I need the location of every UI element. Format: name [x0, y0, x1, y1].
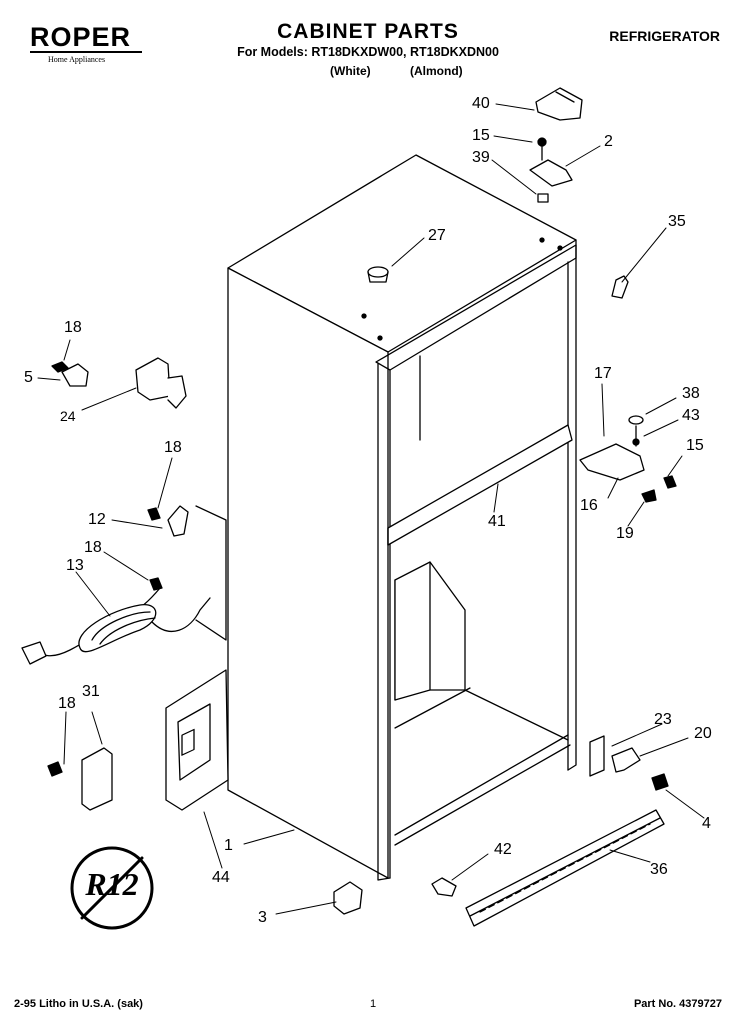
top-plug — [367, 266, 389, 283]
callout-43: 43 — [682, 407, 700, 424]
callout-24: 24 — [60, 408, 76, 424]
center-hinge-parts — [579, 415, 677, 503]
lower-hinge-parts — [589, 735, 669, 791]
side-panel-edge — [195, 505, 227, 641]
brand-name: ROPER — [30, 22, 132, 52]
top-hinge-parts — [529, 87, 583, 203]
base-grille — [465, 809, 665, 927]
roper-logo: ROPER Home Appliances — [30, 24, 142, 64]
callout-12: 12 — [88, 511, 106, 528]
callout-23: 23 — [654, 711, 672, 728]
leveling-roller — [333, 881, 363, 915]
variant-white: (White) — [330, 64, 371, 78]
callout-39: 39 — [472, 149, 490, 166]
callout-15-top: 15 — [472, 127, 490, 144]
page-title: CABINET PARTS — [277, 20, 459, 43]
callout-42: 42 — [494, 841, 512, 858]
door-stop-parts — [51, 357, 187, 409]
callout-44: 44 — [212, 869, 230, 886]
r12-badge — [70, 846, 154, 930]
callout-1: 1 — [224, 837, 233, 854]
callout-40: 40 — [472, 95, 490, 112]
callout-2: 2 — [604, 133, 613, 150]
r12-badge-label: R12 — [85, 866, 139, 902]
callout-13: 13 — [66, 557, 84, 574]
side-bracket — [165, 669, 229, 811]
callout-18-a: 18 — [64, 319, 82, 336]
callout-16: 16 — [580, 497, 598, 514]
page-number: 1 — [370, 998, 377, 1010]
brand-subtitle: Home Appliances — [48, 55, 106, 64]
models-line: For Models: RT18DKXDW00, RT18DKXDN00 — [237, 45, 499, 59]
callout-18-c: 18 — [84, 539, 102, 556]
callout-17: 17 — [594, 365, 612, 382]
color-variants: (White) (Almond) — [330, 64, 499, 78]
callout-36: 36 — [650, 861, 668, 878]
callout-15-right: 15 — [686, 437, 704, 454]
product-type: REFRIGERATOR — [609, 28, 720, 44]
callout-31: 31 — [82, 683, 100, 700]
litho-note: 2-95 Litho in U.S.A. (sak) — [14, 998, 143, 1010]
grille-clip — [431, 877, 457, 897]
callout-3: 3 — [258, 909, 267, 926]
leader-lines — [37, 103, 705, 915]
callout-27: 27 — [428, 227, 446, 244]
page-title-block: CABINET PARTS For Models: RT18DKXDW00, R… — [0, 20, 736, 59]
cabinet-body — [227, 154, 577, 881]
wire-clip-parts — [147, 505, 189, 537]
top-bracket — [611, 275, 629, 299]
callout-35: 35 — [668, 213, 686, 230]
logo-rule — [30, 51, 142, 53]
callout-5: 5 — [24, 369, 33, 386]
power-cord — [21, 577, 211, 665]
callout-18-d: 18 — [58, 695, 76, 712]
cover-plate — [47, 747, 113, 811]
callout-4: 4 — [702, 815, 711, 832]
variant-almond: (Almond) — [410, 64, 463, 78]
callout-41: 41 — [488, 513, 506, 530]
callout-38: 38 — [682, 385, 700, 402]
callout-20: 20 — [694, 725, 712, 742]
callout-19: 19 — [616, 525, 634, 542]
callout-18-b: 18 — [164, 439, 182, 456]
part-number: Part No. 4379727 — [633, 998, 722, 1010]
